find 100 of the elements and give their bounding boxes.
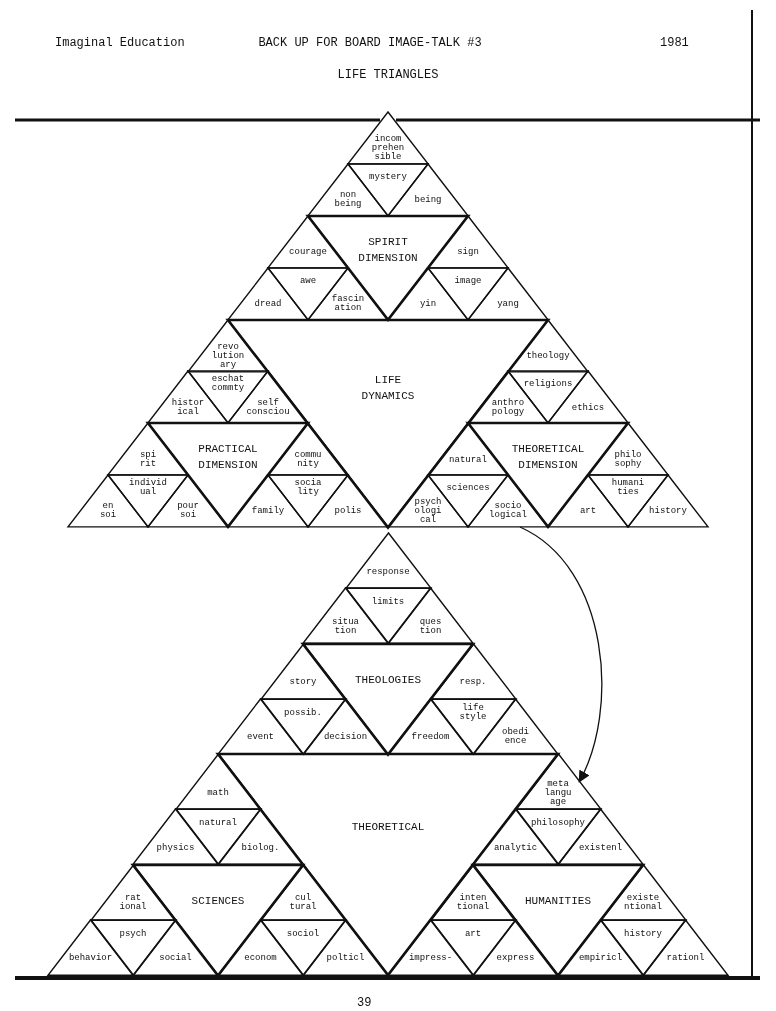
cell-label: individ ual <box>129 479 167 498</box>
cell-label: story <box>289 677 317 687</box>
cell-label: freedom <box>411 732 450 742</box>
cell-label: fascin ation <box>331 294 365 313</box>
triangle-cell <box>508 319 588 372</box>
cell-label: history <box>649 506 687 516</box>
cell-label: art <box>464 929 482 939</box>
triangle-cell <box>348 112 428 164</box>
section-heading: SCIENCES <box>191 893 245 909</box>
cell-label: revo lution ary <box>211 342 245 370</box>
cell-label: event <box>247 732 274 742</box>
cell-label: theology <box>526 351 570 361</box>
section-heading: LIFE DYNAMICS <box>361 372 415 404</box>
section-heading: THEORETICAL <box>351 819 425 835</box>
cell-label: meta langu age <box>544 779 572 807</box>
section-heading: THEORETICAL DIMENSION <box>511 442 585 474</box>
triangle-cell <box>108 423 188 476</box>
cell-label: spi rit <box>139 450 157 469</box>
cell-label: pour soi <box>177 502 199 521</box>
cell-label: impress- <box>408 953 453 963</box>
cell-label: rat ional <box>119 894 147 913</box>
cell-label: response <box>366 567 410 577</box>
cell-label: empiricl <box>578 953 623 963</box>
triangle-cell <box>188 319 268 372</box>
cell-label: possib. <box>284 708 322 718</box>
triangle-cell <box>175 754 261 810</box>
cell-label: existenl <box>578 843 623 853</box>
page-number: 39 <box>357 996 372 1010</box>
cell-label: religions <box>523 379 573 389</box>
cell-label: polticl <box>326 953 365 963</box>
cell-label: sign <box>457 247 479 257</box>
cell-label: philo sophy <box>614 450 642 469</box>
triangle-cell <box>268 215 348 268</box>
cell-label: histor ical <box>171 398 205 417</box>
cell-label: physics <box>156 843 195 853</box>
cell-label: philosophy <box>531 818 585 828</box>
cell-label: sociol <box>286 929 320 939</box>
triangle-cell <box>588 423 668 476</box>
cell-label: socia lity <box>294 479 322 498</box>
cell-label: natural <box>449 455 487 465</box>
cell-label: family <box>251 506 285 516</box>
cell-label: socio logical <box>489 502 527 521</box>
cell-label: behavior <box>68 953 113 963</box>
cell-label: dread <box>254 299 282 309</box>
cell-label: commu nity <box>294 450 322 469</box>
cell-label: econom <box>244 953 277 963</box>
cell-label: image <box>454 276 482 286</box>
section-heading: SPIRIT DIMENSION <box>358 235 418 266</box>
cell-label: self consciou <box>246 398 290 417</box>
cell-label: life style <box>459 703 487 722</box>
cell-label: natural <box>199 818 237 828</box>
cell-label: art <box>579 506 597 516</box>
cell-label: limits <box>371 597 405 607</box>
cell-label: express <box>496 953 535 963</box>
cell-label: history <box>624 929 662 939</box>
cell-label: analytic <box>493 843 538 853</box>
cell-label: courage <box>289 247 327 257</box>
cell-label: polis <box>334 506 362 516</box>
cell-label: being <box>414 195 442 205</box>
cell-label: resp. <box>459 677 487 687</box>
header-text: Imaginal Education <box>55 36 185 50</box>
triangle-cell <box>428 215 508 268</box>
triangle-cell <box>428 423 508 476</box>
cell-label: incom prehen sible <box>371 134 405 162</box>
cell-label: anthro pology <box>491 398 525 417</box>
cell-label: eschat commty <box>211 375 245 394</box>
cell-label: ethics <box>571 403 605 413</box>
cell-label: non being <box>334 191 362 210</box>
cell-label: humani ties <box>611 479 645 498</box>
triangle-cell <box>260 643 346 699</box>
triangle-cell <box>268 423 348 476</box>
header-text: BACK UP FOR BOARD IMAGE-TALK #3 <box>258 36 482 50</box>
triangle-cell <box>260 864 346 920</box>
triangle-cell <box>430 864 516 920</box>
triangle-cell <box>430 643 516 699</box>
cell-label: inten tional <box>456 894 490 913</box>
cell-label: existe ntional <box>624 894 662 913</box>
section-heading: THEOLOGIES <box>355 672 421 688</box>
triangle-cell <box>515 754 601 810</box>
cell-label: obedi ence <box>502 728 529 747</box>
cell-label: rationl <box>666 953 705 963</box>
cell-label: yin <box>419 299 437 309</box>
triangle-cell <box>345 533 431 589</box>
date-text: 1981 <box>660 36 689 50</box>
cell-label: biolog. <box>241 843 280 853</box>
cell-label: cul tural <box>289 894 317 913</box>
cell-label: psych <box>119 929 147 939</box>
cell-label: sciences <box>446 483 490 493</box>
cell-label: ques tion <box>419 617 442 636</box>
arrow <box>519 526 603 783</box>
cell-label: math <box>207 788 229 798</box>
section-heading: PRACTICAL DIMENSION <box>198 442 258 474</box>
section-heading: HUMANITIES <box>525 893 591 909</box>
cell-label: yang <box>497 299 519 309</box>
cell-label: awe <box>299 276 317 286</box>
cell-label: mystery <box>369 172 407 182</box>
cell-label: psych ologi cal <box>414 497 442 525</box>
triangle-cell <box>90 864 176 920</box>
cell-label: situa tion <box>332 617 359 636</box>
cell-label: social <box>159 953 192 963</box>
